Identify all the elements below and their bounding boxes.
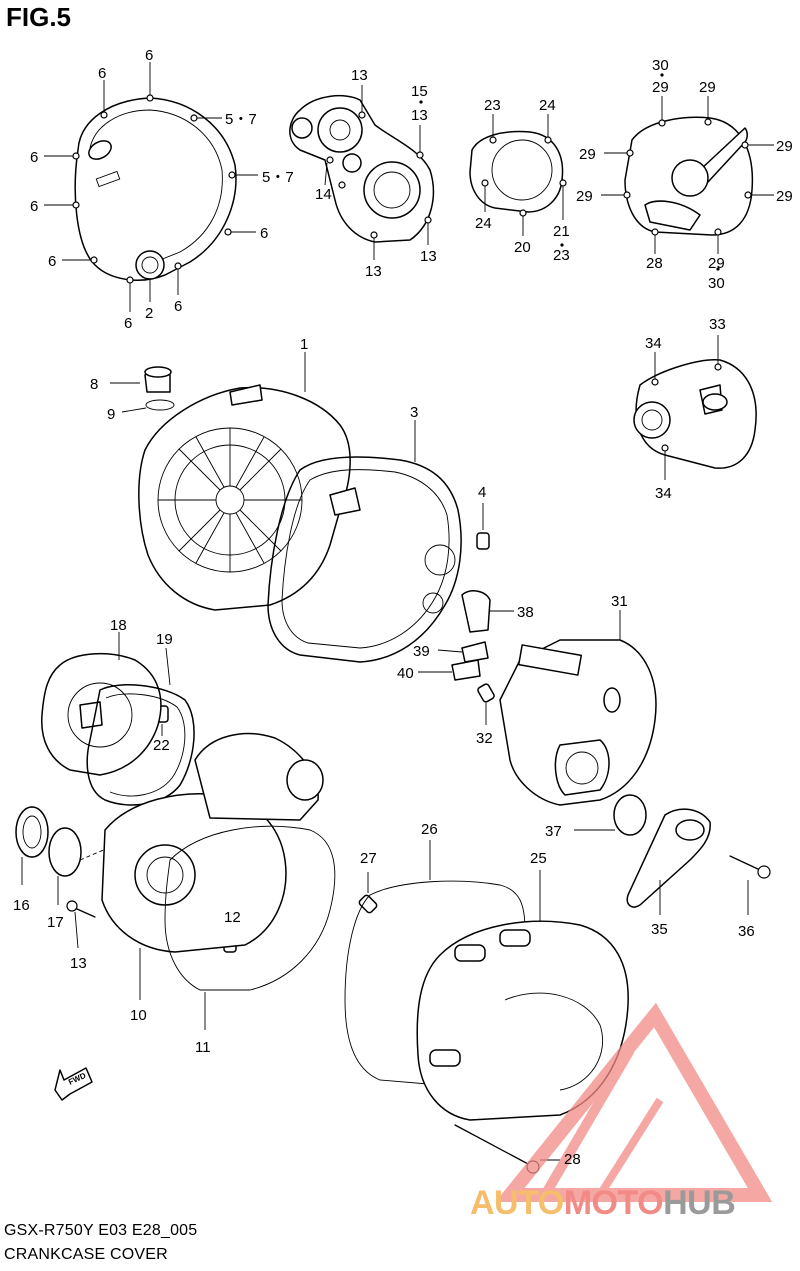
callout-label: 6 [48, 253, 56, 270]
callout-label: 37 [545, 823, 562, 840]
callout-label: 8 [90, 376, 98, 393]
starter-clutch-cover [499, 610, 657, 806]
callout-label: 5・7 [225, 111, 257, 128]
callout-label: 19 [156, 631, 173, 648]
watermark-part-2: MOTO [563, 1184, 664, 1222]
callout-label: 29 [776, 188, 793, 205]
callout-label: 9 [107, 406, 115, 423]
callout-label: 23 [484, 97, 501, 114]
callout-label: 40 [397, 665, 414, 682]
callout-label: 18 [110, 617, 127, 634]
callout-label: 34 [645, 335, 662, 352]
callout-label: 6 [260, 225, 268, 242]
callout-label: 30 [652, 57, 669, 74]
pump-cover [289, 85, 435, 260]
lever-bolt [729, 855, 771, 915]
callout-label: 1 [300, 336, 308, 353]
callout-label: 6 [124, 315, 132, 332]
callout-label: 5・7 [262, 169, 294, 186]
clutch-release-cover [633, 335, 757, 480]
callout-label: 28 [646, 255, 663, 272]
clutch-cover-gasket [164, 825, 336, 1030]
callout-label: 6 [174, 298, 182, 315]
crankcase-cover-main [110, 352, 351, 611]
callout-label: 35 [651, 921, 668, 938]
callout-label: 16 [13, 897, 30, 914]
callout-label: 25 [530, 850, 547, 867]
callout-label: 21 [553, 223, 570, 240]
callout-label: 20 [514, 239, 531, 256]
clutch-cover-outer [72, 94, 237, 284]
callout-label: 15 [411, 83, 428, 100]
callout-label: 29 [708, 255, 725, 272]
callout-label: 6 [30, 198, 38, 215]
clutch-cover-leaders [44, 62, 258, 312]
crankcase-gasket [267, 420, 462, 663]
oil-pump-cover [41, 632, 195, 806]
callout-label: 29 [576, 188, 593, 205]
callout-label: 11 [195, 1039, 211, 1056]
callout-labels: 6 6 5・7 6 5・7 6 6 6 6 2 6 13 15 13 14 13… [13, 47, 793, 1168]
callout-label: 33 [709, 316, 726, 333]
callout-label: 6 [30, 149, 38, 166]
right-crankcase-cover [416, 870, 629, 1121]
callout-label: 38 [517, 604, 534, 621]
small-pads [418, 590, 514, 681]
watermark-logo [495, 1002, 773, 1202]
watermark-text: AUTOMOTOHUB [470, 1184, 736, 1222]
callout-label: 13 [351, 67, 368, 84]
generator-cover [419, 73, 774, 271]
callout-label: 27 [360, 850, 377, 867]
watermark-part-3: HUB [663, 1184, 736, 1222]
callout-label: 24 [539, 97, 556, 114]
callout-label: 3 [410, 404, 418, 421]
callout-label: 10 [130, 1007, 147, 1024]
callout-label: 13 [365, 263, 382, 280]
callout-label: 31 [611, 593, 628, 610]
callout-label: 4 [478, 484, 486, 501]
signal-generator-cover [469, 114, 567, 236]
callout-label: 23 [553, 247, 570, 264]
callout-label: 22 [153, 737, 170, 754]
callout-label: 26 [421, 821, 438, 838]
model-code: GSX-R750Y E03 E28_005 [4, 1222, 198, 1239]
callout-label: 17 [47, 914, 64, 931]
callout-label: 13 [411, 107, 428, 124]
callout-label: 30 [708, 275, 725, 292]
callout-label: 2 [145, 305, 153, 322]
callout-label: 39 [413, 643, 430, 660]
fwd-direction-arrow: FWD [54, 1067, 93, 1101]
callout-label: 12 [224, 909, 241, 926]
callout-label: 29 [579, 146, 596, 163]
clutch-lever [626, 808, 711, 915]
oil-seal-and-o-ring [15, 806, 116, 905]
callout-label: 29 [699, 79, 716, 96]
watermark-part-1: AUTO [470, 1184, 564, 1222]
callout-label: 13 [70, 955, 87, 972]
mounting-bolt [66, 900, 96, 949]
diagram-title: CRANKCASE COVER [4, 1246, 168, 1263]
callout-label: 24 [475, 215, 492, 232]
figure-title: FIG.5 [6, 2, 72, 32]
callout-label: 14 [315, 186, 332, 203]
callout-label: 32 [476, 730, 493, 747]
callout-label: 6 [98, 65, 106, 82]
callout-label: 29 [776, 138, 793, 155]
callout-label: 34 [655, 485, 672, 502]
callout-label: 28 [564, 1151, 581, 1168]
clutch-cover-assembly [101, 732, 324, 1000]
callout-label: 36 [738, 923, 755, 940]
callout-label: 29 [652, 79, 669, 96]
callout-label: 13 [420, 248, 437, 265]
callout-label: 6 [145, 47, 153, 64]
oil-plug [574, 794, 647, 836]
